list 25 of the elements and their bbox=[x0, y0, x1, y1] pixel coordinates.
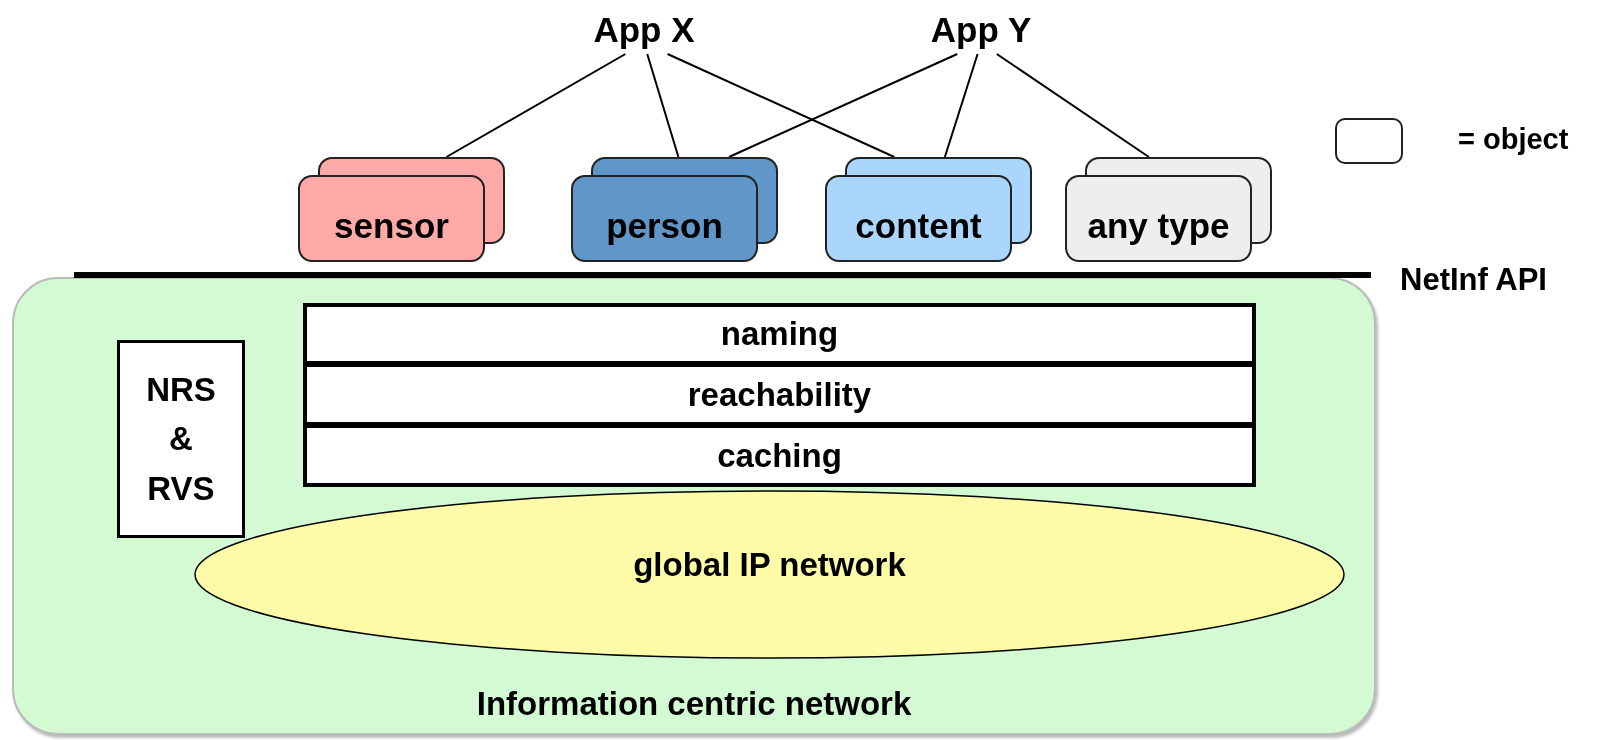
object-type-label: sensor bbox=[334, 205, 449, 246]
service-box bbox=[117, 340, 245, 538]
layer-label: naming bbox=[720, 315, 839, 353]
service-label: NRS & RVS bbox=[145, 369, 217, 509]
connector-line bbox=[728, 53, 959, 158]
layer-label: caching bbox=[717, 436, 842, 475]
legend-label: = object bbox=[1458, 123, 1569, 156]
object-type-label: any type bbox=[1087, 205, 1230, 246]
network-region bbox=[12, 277, 1376, 735]
layer-label: reachability bbox=[687, 375, 872, 414]
connector-line bbox=[995, 53, 1150, 158]
app-label: App Y bbox=[930, 10, 1032, 50]
object-type-label: person bbox=[606, 205, 723, 246]
connector-line bbox=[943, 53, 979, 158]
layer-box bbox=[303, 363, 1256, 426]
connector-line bbox=[646, 53, 680, 158]
app-label: App X bbox=[593, 10, 695, 50]
region-label: Information centric network bbox=[475, 685, 913, 723]
layer-box bbox=[303, 303, 1256, 365]
api-label: NetInf API bbox=[1400, 262, 1547, 298]
connector-line bbox=[666, 53, 896, 158]
object-type-label: content bbox=[855, 205, 982, 246]
network-label: global IP network bbox=[633, 545, 906, 584]
connector-line bbox=[445, 53, 627, 158]
layer-box bbox=[303, 424, 1256, 487]
